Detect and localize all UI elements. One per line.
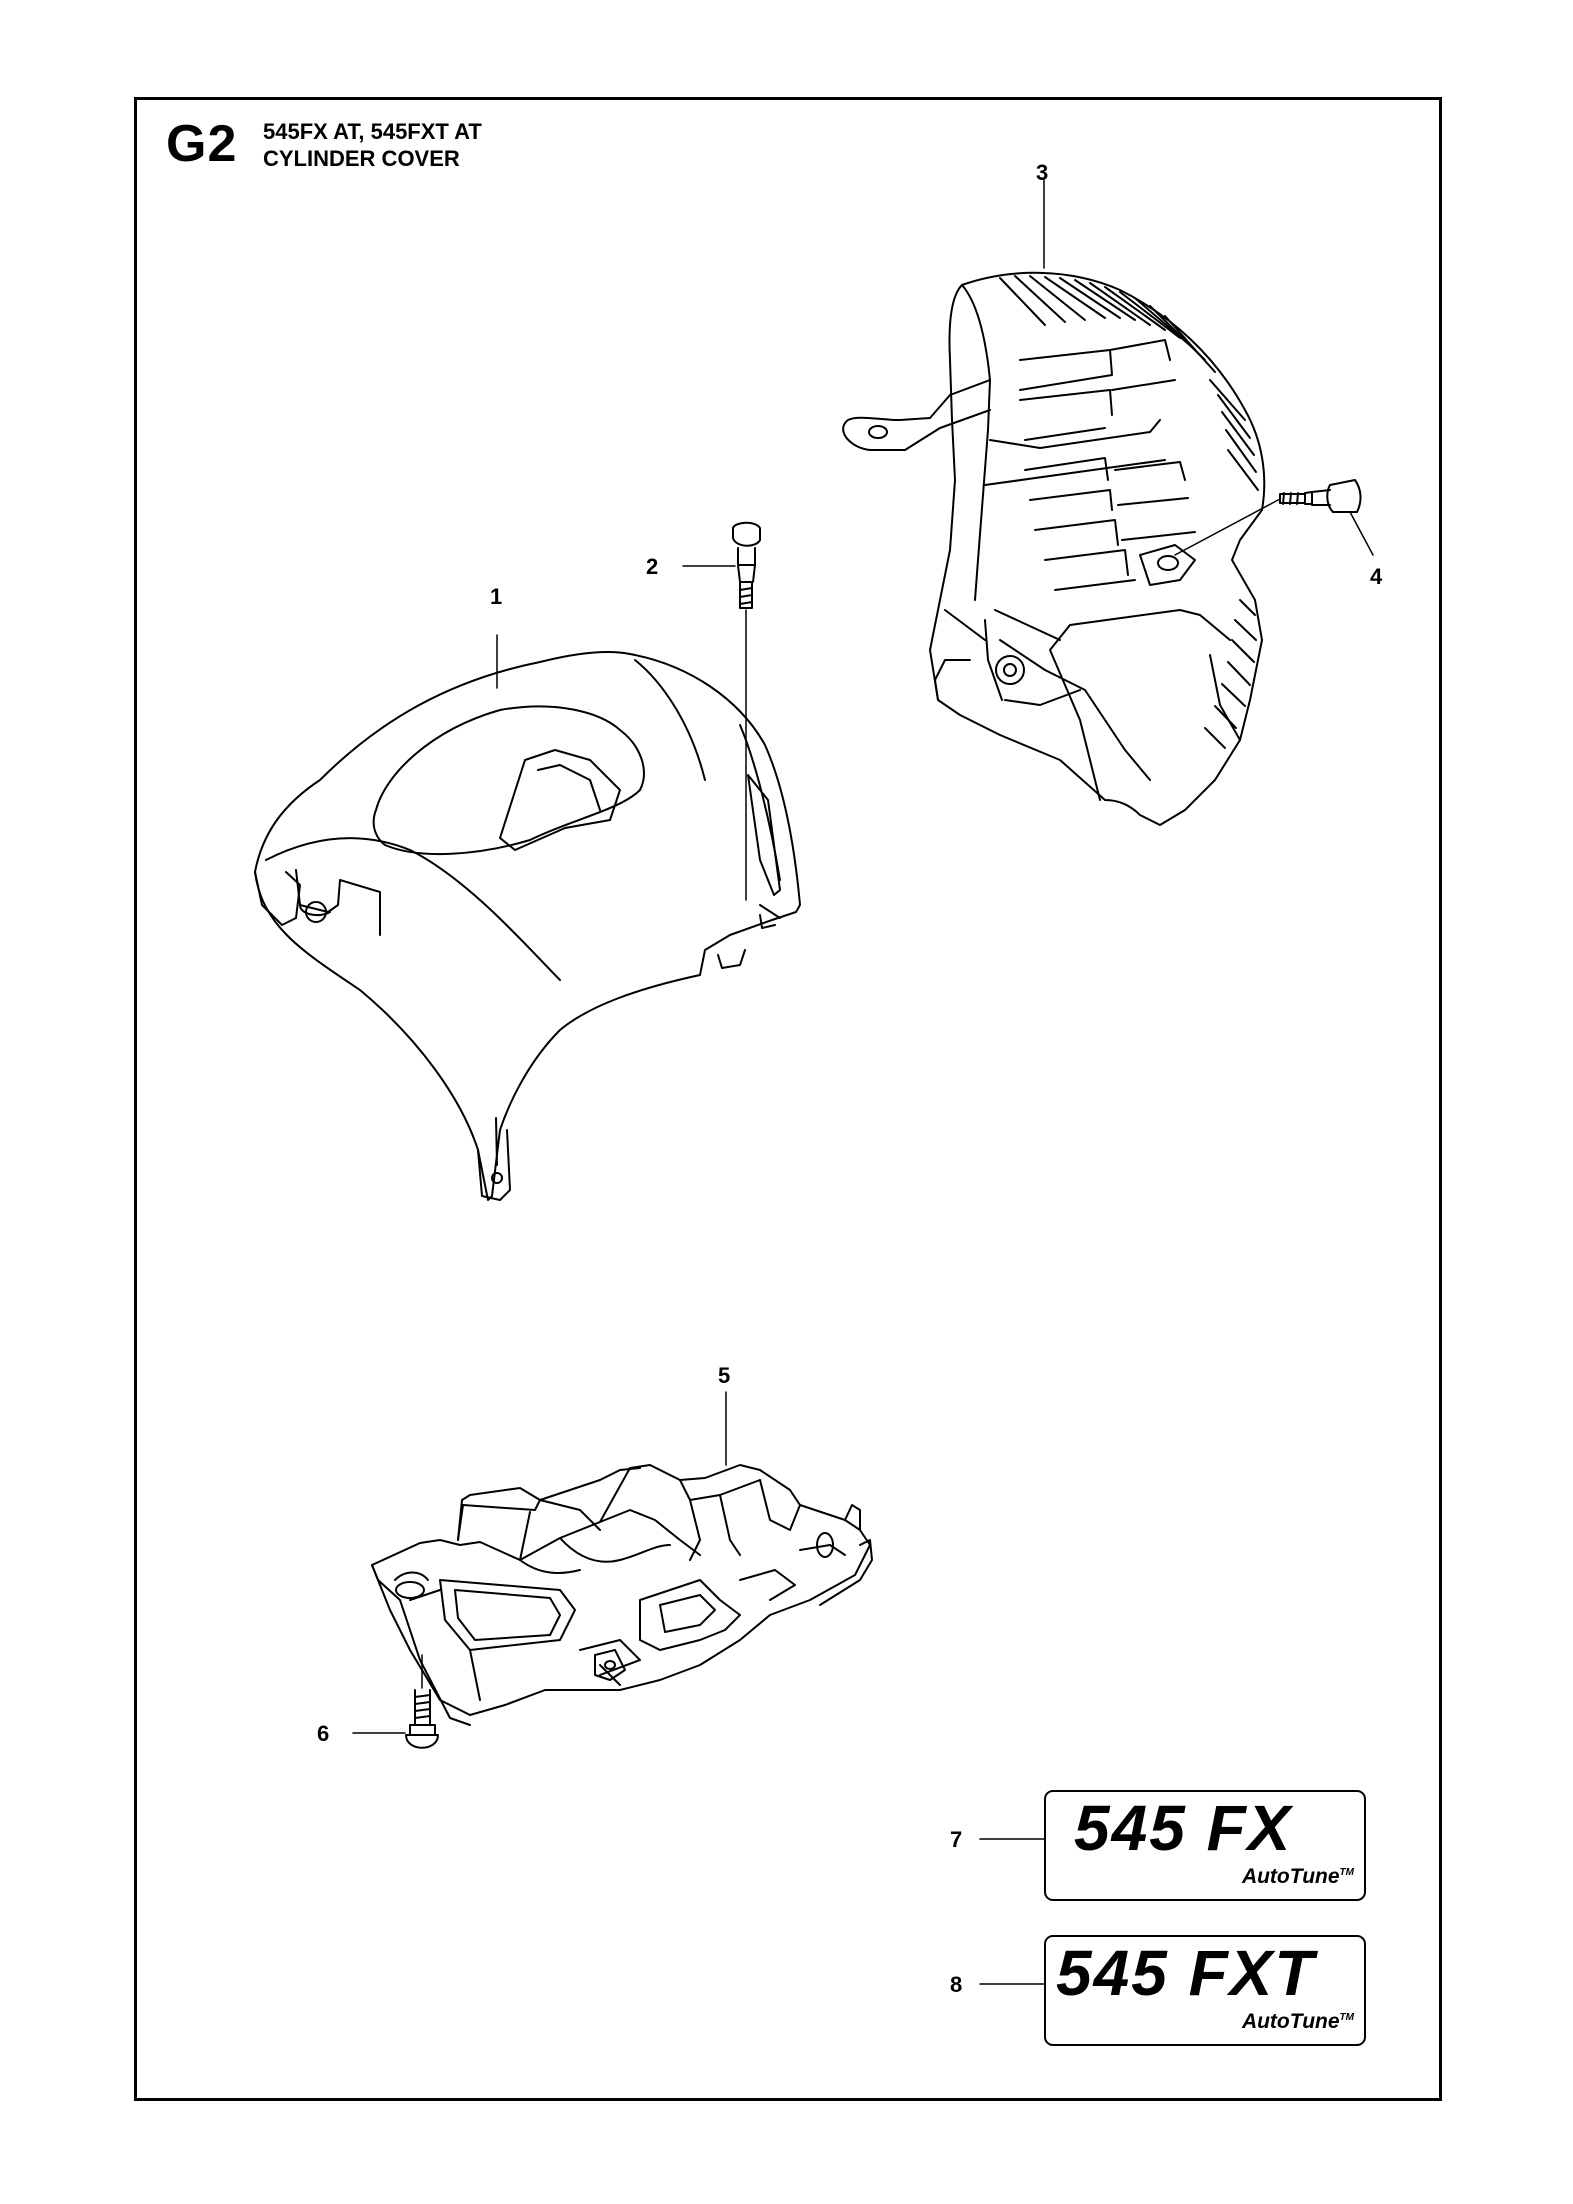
callout-1: 1 [490, 584, 502, 609]
part-8-decal-545fxt: 545 FXT AutoTuneTM [1044, 1935, 1366, 2046]
callout-7: 7 [950, 1827, 962, 1852]
callout-8: 8 [950, 1972, 962, 1997]
part-5-base-plate [371, 1464, 873, 1726]
callout-5: 5 [718, 1363, 730, 1388]
callout-6: 6 [317, 1721, 329, 1746]
callout-numbers: 1 2 3 4 5 6 7 8 [317, 160, 1383, 1997]
part-4-screw [1174, 479, 1362, 556]
section-title-block: 545FX AT, 545FXT AT CYLINDER COVER [263, 118, 482, 172]
part-1-top-cover [254, 651, 801, 1201]
callout-3: 3 [1036, 160, 1048, 185]
part-3-cylinder-shroud [842, 271, 1266, 826]
page-frame [134, 97, 1442, 2101]
decal-7-model: 545 FX [1074, 1792, 1293, 1864]
leader-lines [352, 179, 1374, 1985]
section-code: G2 [166, 115, 238, 173]
decal-7-subtitle: AutoTuneTM [1241, 1865, 1354, 1888]
decal-8-model: 545 FXT [1056, 1937, 1316, 2009]
part-6-screw [405, 1654, 439, 1749]
callout-4: 4 [1370, 564, 1383, 589]
title-line: CYLINDER COVER [263, 146, 460, 171]
part-2-screw [732, 521, 761, 901]
models-line: 545FX AT, 545FXT AT [263, 119, 482, 144]
decal-8-subtitle: AutoTuneTM [1241, 2010, 1354, 2033]
callout-2: 2 [646, 554, 658, 579]
part-7-decal-545fx: 545 FX AutoTuneTM [1044, 1790, 1366, 1901]
